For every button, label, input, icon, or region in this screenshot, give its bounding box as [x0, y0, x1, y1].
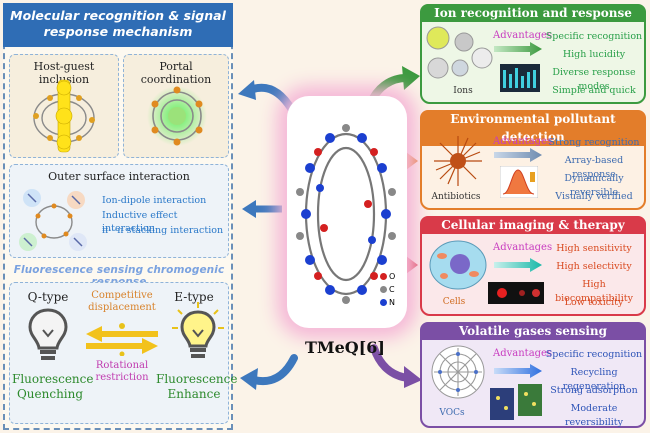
- gas-sensor-photos-image: [490, 384, 542, 420]
- ion-feature-2: High lucidity: [562, 49, 626, 60]
- pollutant-detection-title: Environmental pollutant detection: [420, 110, 646, 146]
- mechanism-header: Molecular recognition & signal response …: [3, 3, 233, 47]
- bulb-off-icon: [28, 308, 68, 360]
- ion-feature-1: Specific recognition: [545, 31, 643, 42]
- pollutant-feature-2: Array-based response: [564, 155, 624, 180]
- vocs-image: [431, 345, 485, 399]
- arrow-to-bottom-left-icon: [240, 354, 298, 390]
- tmeq6-molecule-image: [296, 124, 396, 304]
- cellular-advantages-label: Advantages: [493, 242, 553, 253]
- gas-sensing-title: Volatile gases sensing: [420, 322, 646, 340]
- portal-title: Portal coordination: [140, 60, 212, 86]
- ion-advantages-label: Advantages: [493, 30, 553, 41]
- competitive-displacement-label: Competitive displacement: [88, 290, 156, 313]
- exchange-arrows-icon: [86, 323, 158, 356]
- pollutant-gradient-arrow-icon: [494, 148, 542, 162]
- portal-structure-image: [147, 86, 207, 146]
- pollutant-advantages-label: Advantages: [493, 136, 553, 147]
- cellular-feature-3: High biocompatibility: [555, 279, 633, 304]
- host-guest-title: Host-guest inclusion: [33, 60, 95, 86]
- ion-feature-3: Diverse response modes: [552, 67, 636, 92]
- cellular-feature-2: High selectivity: [556, 261, 632, 272]
- cellular-feature-1: High sensitivity: [556, 243, 632, 254]
- arrow-to-gas-box-icon: [370, 344, 422, 388]
- antibiotics-label: Antibiotics: [431, 192, 481, 202]
- oxygen-dot-icon: [380, 273, 387, 280]
- gas-feature-2: Recycling regeneration: [562, 367, 626, 392]
- arrow-to-mid-left-icon: [242, 200, 282, 218]
- ion-recognition-title: Ion recognition and response: [420, 4, 646, 22]
- ion-gradient-arrow-icon: [494, 42, 542, 56]
- rotational-restriction-label: Rotational restriction: [95, 360, 149, 383]
- tmeq6-label: TMeQ[6]: [304, 338, 385, 357]
- pollutant-spectrum-image: [500, 166, 538, 198]
- e-type-label: E-type: [174, 290, 214, 304]
- interaction-ion-dipole: Ion-dipole interaction: [102, 195, 207, 206]
- quenching-label: Fluorescence Quenching: [12, 372, 94, 401]
- legend-nitrogen: N: [380, 296, 402, 309]
- arrow-to-pollutant-box-icon: [396, 152, 418, 170]
- q-type-label: Q-type: [27, 290, 69, 304]
- interaction-pi-stacking: π···π stacking interaction: [102, 225, 224, 236]
- gas-feature-3: Strong adsorption: [550, 385, 638, 396]
- ion-spectrum-image: [500, 64, 540, 92]
- cellular-imaging-title: Cellular imaging & therapy: [420, 216, 646, 234]
- ions-image: [426, 26, 493, 79]
- cellular-fluorescence-image: [488, 282, 544, 304]
- atom-legend: O C N: [380, 270, 402, 312]
- host-guest-structure-image: [33, 79, 95, 153]
- cells-image: [429, 240, 487, 290]
- bulb-on-icon: [172, 302, 224, 358]
- arrow-to-cellular-box-icon: [396, 256, 418, 274]
- arrow-to-top-left-icon: [238, 80, 296, 114]
- outer-surface-structure-image: [19, 189, 87, 251]
- nitrogen-dot-icon: [380, 299, 387, 306]
- gas-feature-4: Moderate reversibility: [565, 403, 623, 428]
- outer-surface-title: Outer surface interaction: [48, 170, 190, 183]
- cellular-feature-4: Low toxicity: [564, 297, 624, 308]
- gas-advantages-label: Advantages: [493, 348, 553, 359]
- vocs-label: VOCs: [439, 408, 465, 418]
- legend-carbon: C: [380, 283, 402, 296]
- legend-oxygen: O: [380, 270, 402, 283]
- antibiotics-image: [434, 136, 482, 186]
- pollutant-feature-4: Visually verified: [555, 191, 633, 202]
- pollutant-feature-1: Strong recognition: [548, 137, 640, 148]
- cells-label: Cells: [442, 297, 466, 307]
- ion-feature-4: Simple and quick: [552, 85, 636, 96]
- cellular-gradient-arrow-icon: [494, 258, 542, 272]
- carbon-dot-icon: [380, 286, 387, 293]
- pollutant-feature-3: Dynamically reversible: [564, 173, 624, 198]
- ions-label: Ions: [453, 86, 473, 96]
- interaction-inductive: Inductive effect interaction: [102, 210, 178, 234]
- outer-surface-panel: [9, 164, 229, 258]
- enhance-label: Fluorescence Enhance: [156, 372, 238, 401]
- gas-feature-1: Specific recognition: [545, 349, 643, 360]
- gas-gradient-arrow-icon: [494, 364, 542, 378]
